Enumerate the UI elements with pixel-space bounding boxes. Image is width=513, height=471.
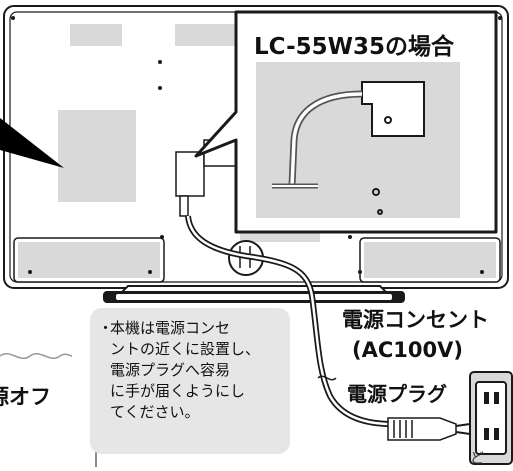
inset-frame <box>194 10 498 234</box>
power-cable <box>185 215 393 427</box>
outlet-label: 電源コンセント <box>342 308 489 332</box>
plug-label: 電源プラグ <box>347 382 447 406</box>
terminal-panels <box>13 237 501 283</box>
power-plug <box>387 417 471 441</box>
note-body: 本機は電源コンセ ントの近くに設置し、 電源プラグへ容易 に手が届くようにし て… <box>110 319 261 421</box>
cropped-heading-fragment: 源オフ <box>0 385 51 409</box>
outlet-voltage-label: (AC100V) <box>352 338 463 362</box>
inset-title: LC-55W35の場合 <box>254 34 454 60</box>
screw-holes <box>11 16 502 274</box>
inset-detail <box>272 81 425 215</box>
note-box <box>90 308 290 454</box>
tv-stand <box>103 285 405 303</box>
wall-outlet <box>469 371 513 465</box>
wavy-divider <box>0 353 73 359</box>
callout-pointer <box>0 118 64 168</box>
note-bullet: ・ <box>98 319 114 337</box>
note-text: ・ 本機は電源コンセ ントの近くに設置し、 電源プラグへ容易 に手が届くようにし… <box>98 318 288 423</box>
cropped-text-fragment: ど <box>470 451 484 467</box>
